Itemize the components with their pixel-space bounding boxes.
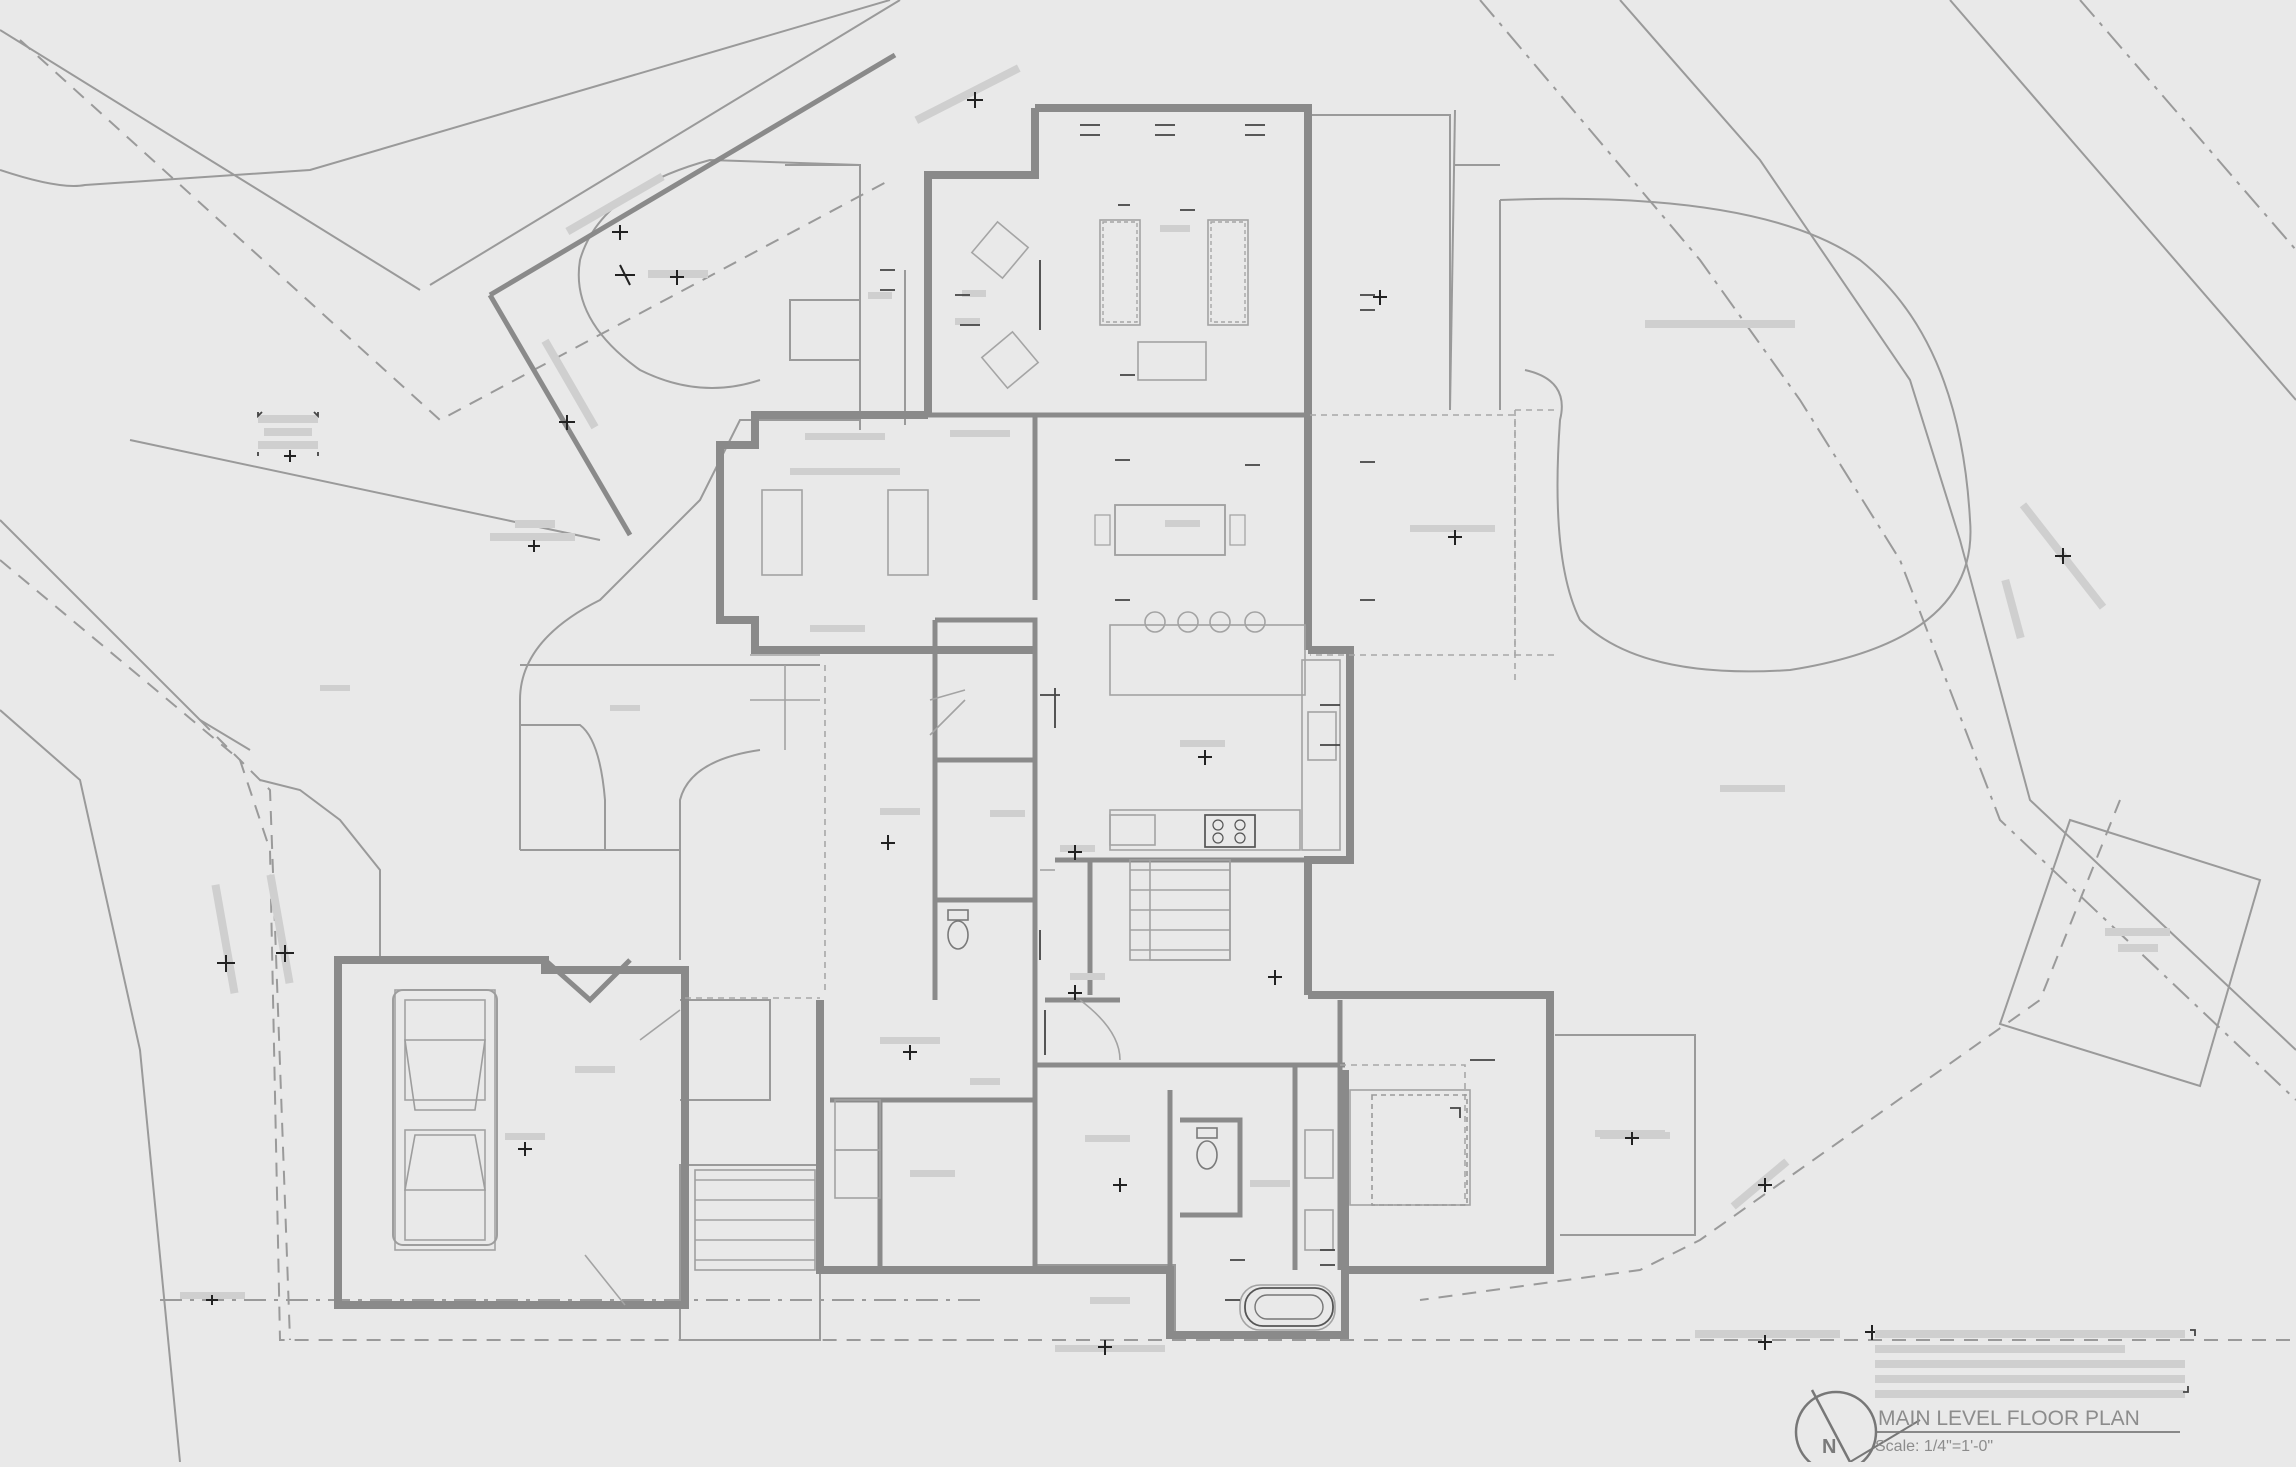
dining-table-icon bbox=[1094, 504, 1246, 556]
plan-title: MAIN LEVEL FLOOR PLAN bbox=[1878, 1407, 2140, 1430]
north-arrow-icon bbox=[1794, 1389, 1921, 1467]
north-label: N bbox=[1822, 1436, 1836, 1458]
bathtub-icon bbox=[1244, 1287, 1334, 1327]
title-block bbox=[1875, 1329, 2196, 1433]
symbol-markers bbox=[880, 124, 1495, 1301]
car-icon bbox=[392, 989, 498, 1246]
site-wall bbox=[487, 52, 897, 537]
interior-linework bbox=[394, 219, 1471, 1331]
range-icon bbox=[1204, 814, 1256, 848]
sofa-icon bbox=[970, 220, 1246, 390]
bed-icon bbox=[1371, 1094, 1468, 1206]
plan-scale: Scale: 1/4"=1'-0" bbox=[1875, 1438, 1993, 1455]
toilet-icon bbox=[947, 909, 1218, 1170]
crosshairs bbox=[206, 92, 2071, 1355]
room-tags bbox=[505, 225, 1670, 1352]
stair-icon bbox=[694, 859, 1231, 1271]
